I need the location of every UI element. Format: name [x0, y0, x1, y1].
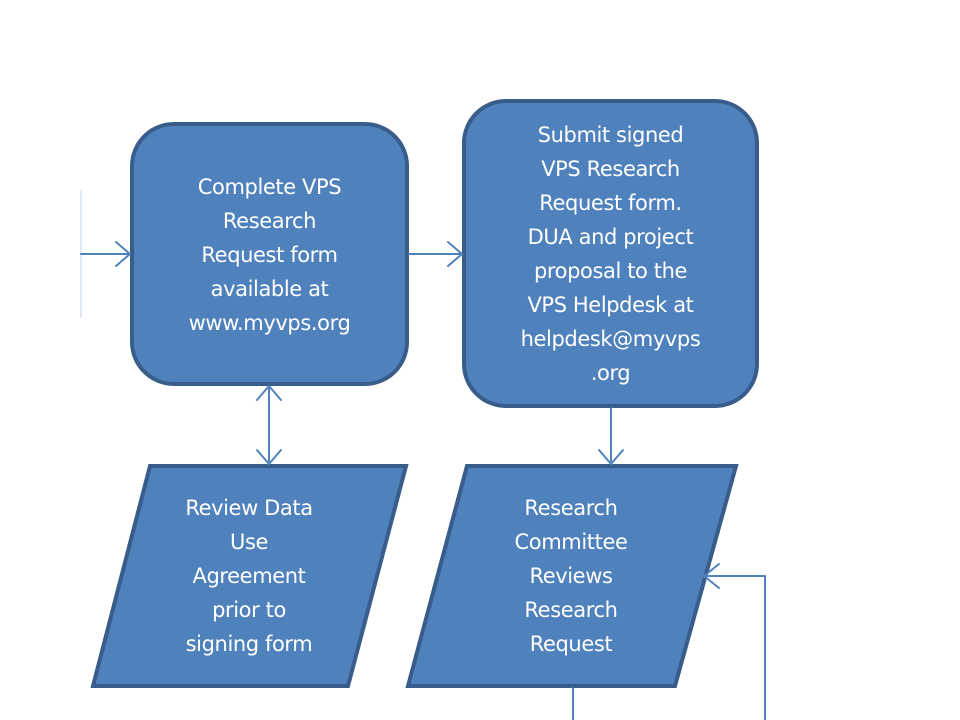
arrowhead-into-complete-form [115, 241, 131, 267]
complete-form-text: Complete VPS Research Request form avail… [188, 175, 351, 335]
submit-form-text: Submit signed VPS Research Request form.… [520, 123, 701, 385]
submit-form-box [462, 99, 759, 408]
committee-review-text: Research Committee Reviews Research Requ… [514, 496, 628, 656]
arrowhead-up-complete-form [256, 385, 282, 401]
arrowhead-complete-to-submit [447, 241, 463, 267]
review-dua-box [90, 464, 409, 688]
complete-form-box [130, 122, 409, 386]
committee-review-box [405, 464, 739, 688]
arrowhead-down-review-dua [256, 449, 282, 465]
arrowhead-return-into-committee [703, 563, 720, 589]
review-dua-text: Review Data Use Agreement prior to signi… [185, 496, 313, 656]
arrow-return-into-committee [703, 575, 766, 720]
arrowhead-submit-to-committee [598, 449, 624, 465]
